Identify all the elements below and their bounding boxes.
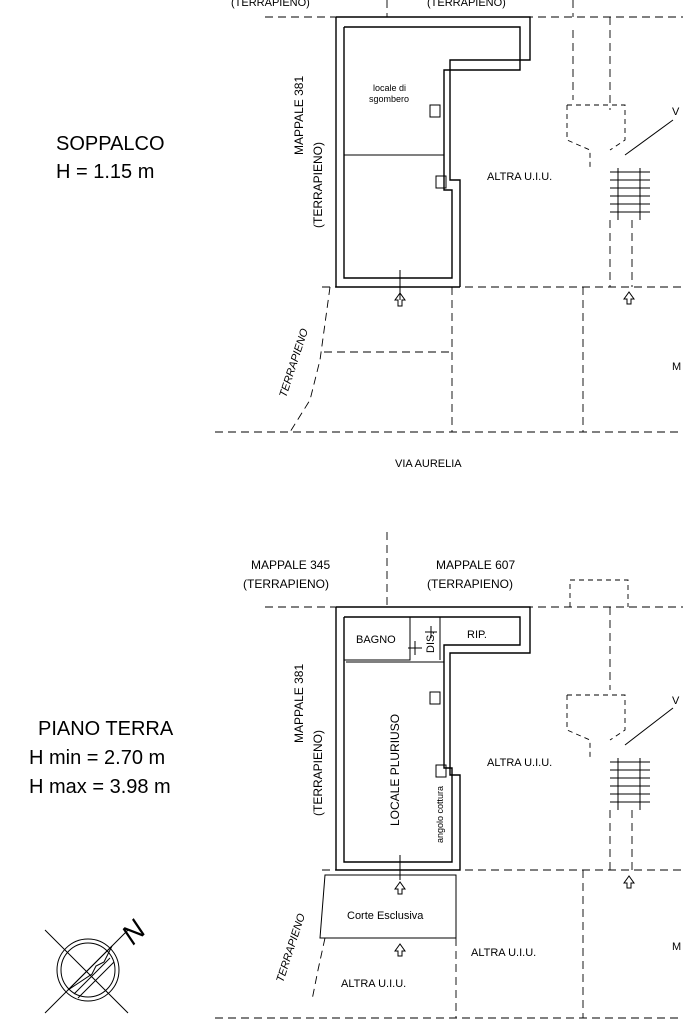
altra-uiu-right-label: ALTRA U.I.U.	[471, 947, 536, 959]
piano-terra-plan	[215, 532, 683, 1019]
terrapieno-left-label: (TERRAPIENO)	[243, 577, 329, 591]
mappale-345-label: MAPPALE 345	[251, 558, 330, 572]
piano-terra-right-edge-label: M	[672, 941, 681, 953]
room-label-bagno: BAGNO	[356, 634, 396, 646]
soppalco-mappale-side: MAPPALE 381	[292, 76, 306, 155]
room-label-locale-di: locale di	[373, 83, 406, 93]
mappale-607-label: MAPPALE 607	[436, 558, 515, 572]
soppalco-height: H = 1.15 m	[56, 161, 154, 183]
soppalco-title: SOPPALCO	[56, 133, 165, 155]
soppalco-plan	[215, 0, 683, 433]
north-arrow-icon	[44, 929, 129, 1014]
north-letter: N	[115, 913, 152, 950]
piano-terra-h-max: H max = 3.98 m	[29, 776, 171, 798]
piano-terra-v-mark: V	[672, 695, 680, 707]
room-label-dis: DIS.	[425, 632, 437, 653]
altra-uiu-bottom-label: ALTRA U.I.U.	[341, 978, 406, 990]
piano-terra-title: PIANO TERRA	[38, 718, 174, 740]
soppalco-right-edge-label: M	[672, 361, 681, 373]
piano-terra-terrapieno-side: (TERRAPIENO)	[311, 730, 325, 816]
room-label-rip: RIP.	[467, 629, 487, 641]
corte-esclusiva-label: Corte Esclusiva	[347, 910, 424, 922]
soppalco-terrapieno-top-right: (TERRAPIENO)	[427, 0, 506, 9]
street-label: VIA AURELIA	[395, 458, 462, 470]
piano-terra-altra-uiu: ALTRA U.I.U.	[487, 757, 552, 769]
room-label-locale-pluriuso: LOCALE PLURIUSO	[388, 714, 402, 826]
room-label-angolo-cottura: angolo cottura	[435, 786, 445, 843]
soppalco-terrapieno-side: (TERRAPIENO)	[311, 142, 325, 228]
piano-terra-mappale-side: MAPPALE 381	[292, 664, 306, 743]
soppalco-altra-uiu: ALTRA U.I.U.	[487, 171, 552, 183]
room-label-sgombero: sgombero	[369, 94, 409, 104]
terrapieno-right-label: (TERRAPIENO)	[427, 577, 513, 591]
piano-terra-h-min: H min = 2.70 m	[29, 747, 165, 769]
piano-terra-terrapieno-diag: TERRAPIENO	[274, 912, 308, 984]
soppalco-v-mark: V	[672, 106, 680, 118]
soppalco-terrapieno-top-left: (TERRAPIENO)	[231, 0, 310, 9]
soppalco-terrapieno-diag: TERRAPIENO	[277, 327, 311, 399]
